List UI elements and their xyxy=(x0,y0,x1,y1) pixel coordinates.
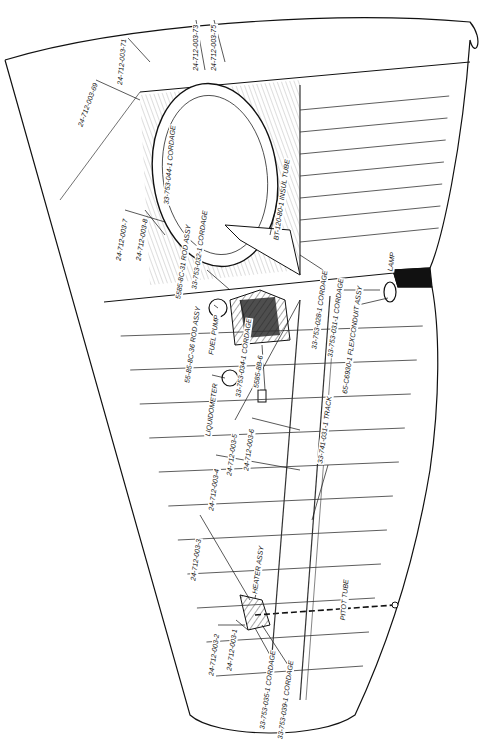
wing-outline xyxy=(5,18,478,733)
part-label: 24-712-003-5 xyxy=(225,433,239,478)
part-label: 24-712-003-69 xyxy=(76,81,100,129)
part-label: 24-712-003-8 xyxy=(134,218,149,263)
part-label: 33-741-031-1 TRACK xyxy=(316,395,333,465)
part-label: 33-753-035-1 CORDAGE xyxy=(259,649,278,731)
part-label: 65-C6930-1 FLEXCONDUIT ASSY xyxy=(340,285,363,396)
part-label: 24-712-003-3 xyxy=(189,538,203,583)
part-label: 5585-8B-6 xyxy=(252,354,264,389)
part-label: 55-85-8C-36 ROD ASSY xyxy=(184,305,203,384)
lamp xyxy=(384,282,396,302)
part-label: 24-712-003-4 xyxy=(207,468,221,513)
part-label: 33-753-039-1 CORDAGE xyxy=(277,659,296,739)
part-label: 24-712-003-73 xyxy=(192,24,200,72)
part-label: PITOT TUBE xyxy=(339,578,350,622)
part-label: LIQUIDOMETER xyxy=(204,382,219,438)
part-label: 24-712-003-71 xyxy=(116,38,128,86)
part-label: FUEL PUMP xyxy=(207,314,220,357)
part-label: 24-712-003-1 xyxy=(225,628,239,673)
part-label: 24-712-003-75 xyxy=(210,24,218,72)
part-label: 24-712-003-2 xyxy=(207,633,221,678)
part-label: 33-753-031-1 CORDAGE xyxy=(327,277,346,359)
part-label: 24-712-003-7 xyxy=(114,218,129,263)
